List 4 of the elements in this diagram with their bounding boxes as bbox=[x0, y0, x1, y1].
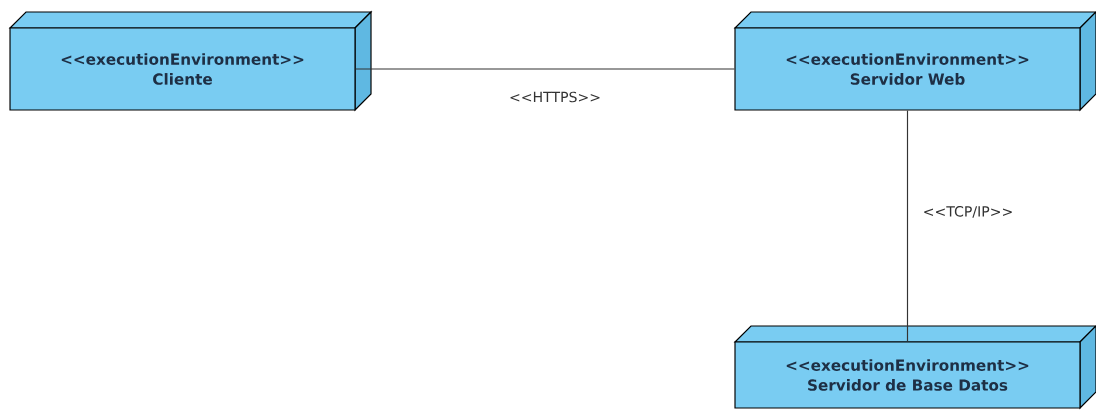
edge-label: <<TCP/IP>> bbox=[921, 204, 1015, 220]
edge-label: <<HTTPS>> bbox=[507, 90, 603, 104]
connector-line bbox=[906, 110, 909, 342]
connector-line bbox=[355, 68, 735, 70]
